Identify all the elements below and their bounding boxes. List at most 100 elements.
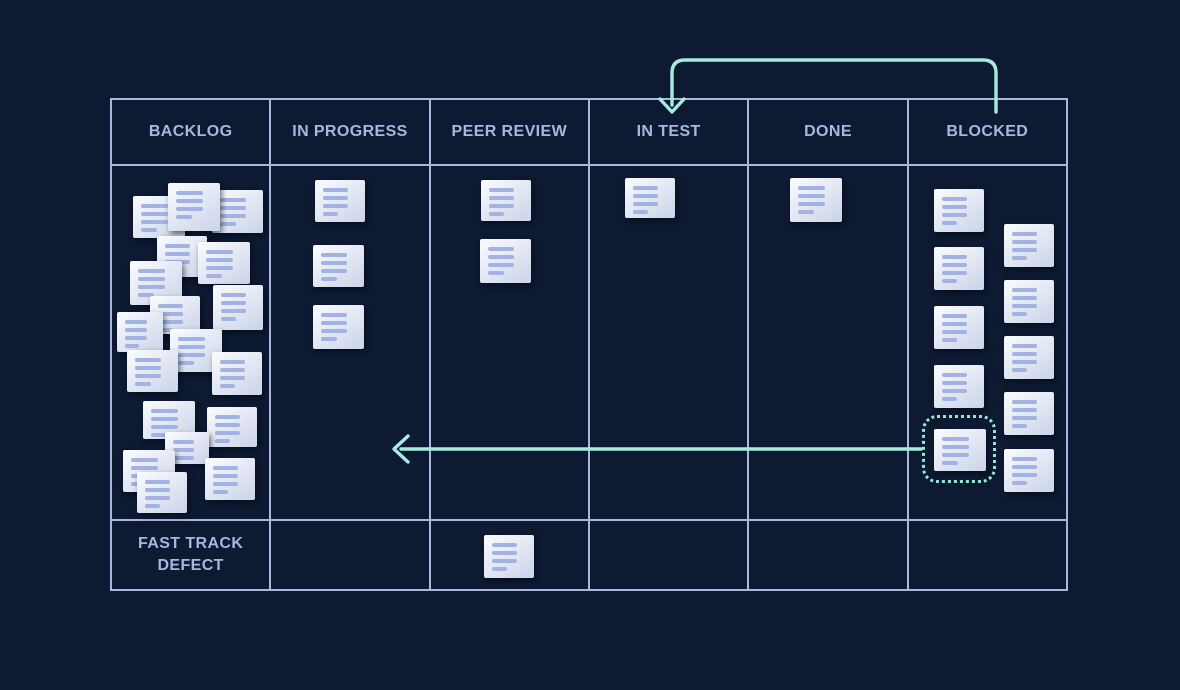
card-text-line [178, 337, 205, 341]
card-text-line [321, 269, 347, 273]
card-text-line [145, 480, 171, 484]
lane-cell-in-test [590, 521, 750, 589]
card-text-line [141, 204, 168, 208]
card-text-line [323, 204, 349, 208]
card-text-line [206, 258, 233, 262]
card-blocked[interactable] [1004, 336, 1054, 379]
card-text-line [942, 263, 968, 267]
card-blocked[interactable] [1004, 280, 1054, 323]
column-header-in-progress: IN PROGRESS [271, 100, 431, 164]
card-text-line [942, 338, 958, 342]
card-text-line [1012, 288, 1038, 292]
column-header-peer-review: PEER REVIEW [431, 100, 590, 164]
column-header-blocked: BLOCKED [909, 100, 1066, 164]
card-text-line [151, 425, 178, 429]
card-text-line [1012, 473, 1038, 477]
card-text-line [798, 210, 815, 214]
card-blocked[interactable] [1004, 449, 1054, 492]
card-text-line [220, 206, 246, 210]
card-backlog[interactable] [127, 350, 178, 392]
card-text-line [1012, 481, 1028, 485]
card-text-line [942, 373, 968, 377]
card-text-line [321, 261, 347, 265]
card-text-line [633, 186, 659, 190]
card-text-line [321, 277, 337, 281]
card-blocked[interactable] [1004, 224, 1054, 267]
card-text-line [942, 271, 968, 275]
card-backlog[interactable] [117, 312, 163, 352]
card-text-line [131, 458, 158, 462]
card-done[interactable] [790, 178, 842, 222]
card-text-line [215, 439, 231, 443]
card-text-line [633, 202, 659, 206]
card-text-line [798, 202, 825, 206]
card-text-line [176, 199, 203, 203]
card-text-line [942, 197, 968, 201]
card-text-line [206, 250, 233, 254]
card-text-line [798, 194, 825, 198]
card-text-line [1012, 465, 1038, 469]
card-in-progress[interactable] [313, 245, 364, 287]
column-header-label: BLOCKED [946, 123, 1029, 141]
card-text-line [215, 431, 241, 435]
card-blocked[interactable] [934, 247, 984, 290]
card-blocked[interactable] [934, 306, 984, 349]
card-backlog[interactable] [212, 190, 263, 233]
card-peer-review[interactable] [480, 239, 531, 283]
card-text-line [145, 496, 171, 500]
card-text-line [158, 328, 174, 332]
card-text-line [942, 314, 968, 318]
card-text-line [488, 255, 514, 259]
body-cell-in-test [590, 166, 750, 519]
card-text-line [1012, 296, 1038, 300]
card-text-line [151, 409, 178, 413]
card-text-line [488, 271, 504, 275]
card-blocked-highlighted[interactable] [934, 429, 986, 471]
card-text-line [178, 345, 205, 349]
card-text-line [213, 482, 239, 486]
card-text-line [215, 415, 241, 419]
body-cell-in-progress [271, 166, 431, 519]
card-in-progress[interactable] [315, 180, 365, 222]
card-text-line [1012, 368, 1028, 372]
card-text-line [942, 437, 969, 441]
card-backlog[interactable] [170, 329, 222, 372]
card-backlog[interactable] [213, 285, 263, 330]
card-text-line [321, 329, 347, 333]
card-text-line [221, 309, 247, 313]
card-text-line [1012, 408, 1038, 412]
fast-track-label: FAST TRACK DEFECT [137, 535, 244, 574]
card-text-line [1012, 312, 1028, 316]
card-blocked[interactable] [1004, 392, 1054, 435]
body-cell-done [749, 166, 909, 519]
card-text-line [942, 205, 968, 209]
card-in-test[interactable] [625, 178, 675, 218]
card-peer-review-fast-track[interactable] [484, 535, 534, 578]
card-text-line [323, 196, 349, 200]
card-backlog[interactable] [137, 472, 187, 513]
card-backlog[interactable] [168, 183, 220, 231]
card-text-line [321, 321, 347, 325]
card-backlog[interactable] [198, 242, 250, 284]
card-text-line [1012, 248, 1038, 252]
card-backlog[interactable] [205, 458, 255, 500]
card-text-line [151, 417, 178, 421]
card-text-line [178, 361, 195, 365]
card-backlog[interactable] [207, 407, 257, 447]
card-blocked[interactable] [934, 189, 984, 232]
card-text-line [138, 285, 165, 289]
card-text-line [321, 313, 347, 317]
card-text-line [135, 366, 161, 370]
card-blocked[interactable] [934, 365, 984, 408]
card-text-line [220, 376, 246, 380]
card-in-progress[interactable] [313, 305, 364, 349]
card-peer-review[interactable] [481, 180, 531, 221]
card-text-line [942, 445, 969, 449]
card-text-line [798, 186, 825, 190]
card-text-line [1012, 232, 1038, 236]
card-text-line [489, 188, 515, 192]
card-text-line [158, 304, 184, 308]
card-backlog[interactable] [212, 352, 262, 395]
card-text-line [942, 397, 958, 401]
